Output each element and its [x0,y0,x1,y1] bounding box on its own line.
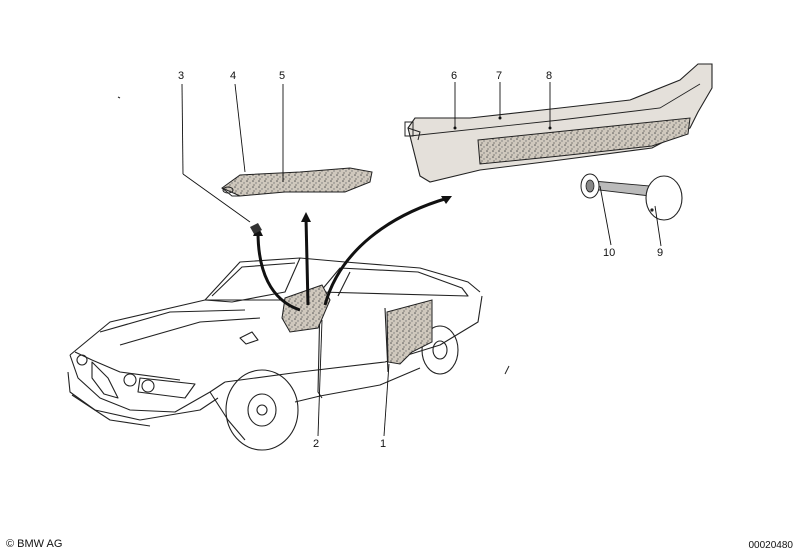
copyright-label: © BMW AG [6,538,63,550]
installation-arrows [256,196,449,312]
callout-1: 1 [380,438,386,450]
pillar-insulation-installed [281,284,331,333]
callout-5: 5 [279,70,285,82]
callout-7: 7 [496,70,502,82]
callout-labels: 3 4 5 6 7 8 10 9 2 1 [178,70,663,450]
filler-flap-part [580,173,683,221]
side-panel-part [404,63,713,183]
diagram-number: 00020480 [748,540,794,551]
cowl-insulation-part [221,167,373,197]
callout-3: 3 [178,70,184,82]
door-insulation-installed [386,299,433,365]
stray-marks [117,96,510,375]
arrow-heads [253,196,452,236]
leader-dots [453,116,552,130]
callout-2: 2 [313,438,319,450]
callout-4: 4 [230,70,236,82]
callout-9: 9 [657,247,663,259]
callout-6: 6 [451,70,457,82]
callout-8: 8 [546,70,552,82]
callout-10: 10 [603,247,615,259]
car-illustration [67,257,483,451]
leader-lines [181,82,662,437]
clip-part [250,223,262,234]
